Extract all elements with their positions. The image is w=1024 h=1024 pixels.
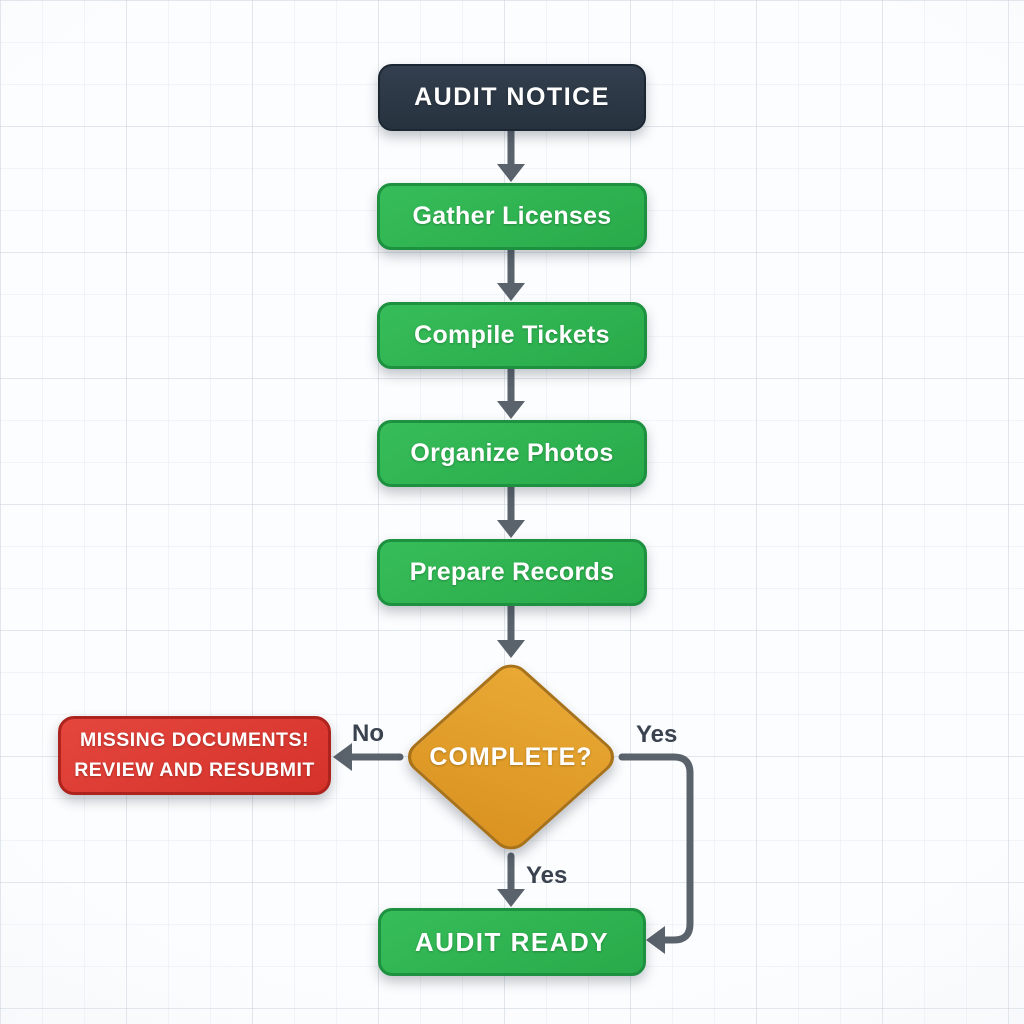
label-branch-yes-down: Yes [526,862,568,889]
connector-step1-to-step2 [497,246,525,301]
label-branch-no: No [352,720,384,747]
node-organize-photos: Organize Photos [377,420,647,487]
node-gather-licenses: Gather Licenses [377,183,647,250]
connector-step4-to-decision [497,602,525,658]
connector-start-to-step1 [497,127,525,182]
node-prepare-records: Prepare Records [377,539,647,606]
arrowhead-left-icon [333,743,352,771]
connector-step2-to-step3 [497,365,525,419]
fail-text-line1: MISSING DOCUMENTS! [80,729,309,752]
arrowhead-left-icon [646,926,665,954]
connector-decision-yes-to-end [497,852,525,907]
node-decision-complete: COMPLETE? [400,657,622,857]
node-audit-ready: AUDIT READY [378,908,646,976]
decision-label: COMPLETE? [429,742,593,771]
arrowhead-down-icon [497,640,525,658]
fail-text-line2: REVIEW AND RESUBMIT [74,758,315,781]
node-missing-documents: MISSING DOCUMENTS! REVIEW AND RESUBMIT [58,716,331,795]
node-audit-notice: AUDIT NOTICE [378,64,646,131]
arrowhead-down-icon [497,889,525,907]
arrowhead-down-icon [497,164,525,182]
node-compile-tickets: Compile Tickets [377,302,647,369]
label-branch-yes-right: Yes [636,721,678,748]
arrowhead-down-icon [497,283,525,301]
arrowhead-down-icon [497,520,525,538]
connector-step3-to-step4 [497,483,525,538]
arrowhead-down-icon [497,401,525,419]
